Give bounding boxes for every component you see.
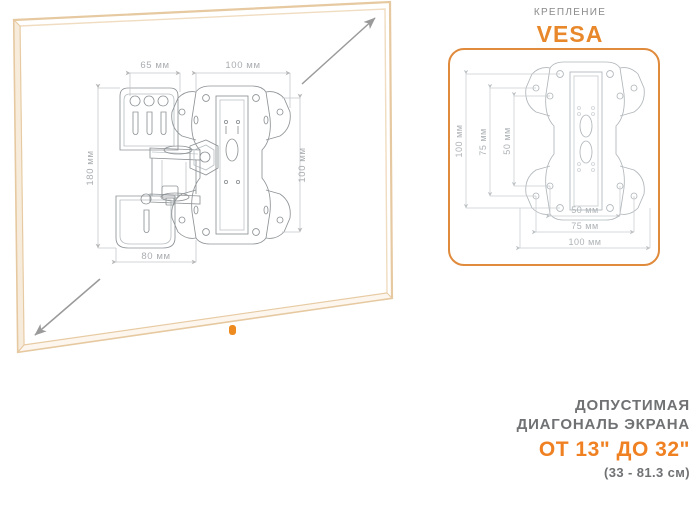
vesa-dim-v-75: 75 мм [478, 128, 488, 155]
screen-label-line1: ДОПУСТИМАЯ [575, 397, 690, 414]
lower-knob [161, 185, 179, 206]
vesa-diagram-frame [448, 48, 660, 266]
vesa-dimension-labels: 100 мм 75 мм 50 мм 50 мм 75 мм 100 мм [454, 125, 601, 247]
vesa-dim-h-75: 75 мм [571, 221, 598, 231]
dim-label-100-right: 100 мм [297, 147, 308, 182]
tv-perspective-svg: 65 мм 100 мм 180 мм 100 мм 80 мм [12, 0, 394, 354]
vesa-dim-h-100: 100 мм [569, 237, 602, 247]
vesa-kicker-text: КРЕПЛЕНИЕ [533, 7, 607, 18]
screen-size-range-cm: (33 - 81.3 см) [603, 465, 690, 480]
screen-size-block: ДОПУСТИМАЯ ДИАГОНАЛЬ ЭКРАНА ОТ 13" ДО 32… [440, 396, 690, 482]
vesa-title-text: VESA [536, 21, 604, 47]
vesa-dimension-lines [463, 69, 651, 251]
vesa-plate-main [171, 85, 291, 245]
dim-label-180: 180 мм [85, 150, 96, 185]
vesa-dim-h-50: 50 мм [571, 205, 598, 215]
keyhole-slots [129, 95, 169, 135]
dimension-labels: 65 мм 100 мм 180 мм 100 мм 80 мм [85, 60, 308, 262]
dim-label-65: 65 мм [140, 60, 169, 71]
vesa-dim-v-100: 100 мм [454, 125, 464, 158]
bracket-drawing [115, 85, 291, 249]
diagonal-arrow-upright [301, 17, 376, 85]
dim-label-80: 80 мм [141, 251, 170, 262]
vesa-plate [525, 61, 645, 221]
screen-size-range: ОТ 13" ДО 32" [538, 438, 690, 461]
vesa-heading: КРЕПЛЕНИЕ VESA [440, 6, 700, 47]
vesa-dim-v-50: 50 мм [502, 127, 512, 154]
screen-label-line2: ДИАГОНАЛЬ ЭКРАНА [516, 416, 690, 433]
dimension-lines [95, 70, 303, 265]
tv-illustration-panel: 65 мм 100 мм 180 мм 100 мм 80 мм [12, 0, 394, 354]
diagonal-arrow-downleft [34, 278, 101, 336]
tv-power-indicator [229, 325, 236, 335]
dim-label-100-top: 100 мм [225, 60, 260, 71]
pivot-knob [189, 139, 219, 176]
vesa-diagram-svg: 100 мм 75 мм 50 мм 50 мм 75 мм 100 мм [454, 61, 651, 251]
right-panel: КРЕПЛЕНИЕ VESA ДОПУСТИМАЯ ДИАГОНАЛЬ ЭКРА… [440, 0, 700, 511]
